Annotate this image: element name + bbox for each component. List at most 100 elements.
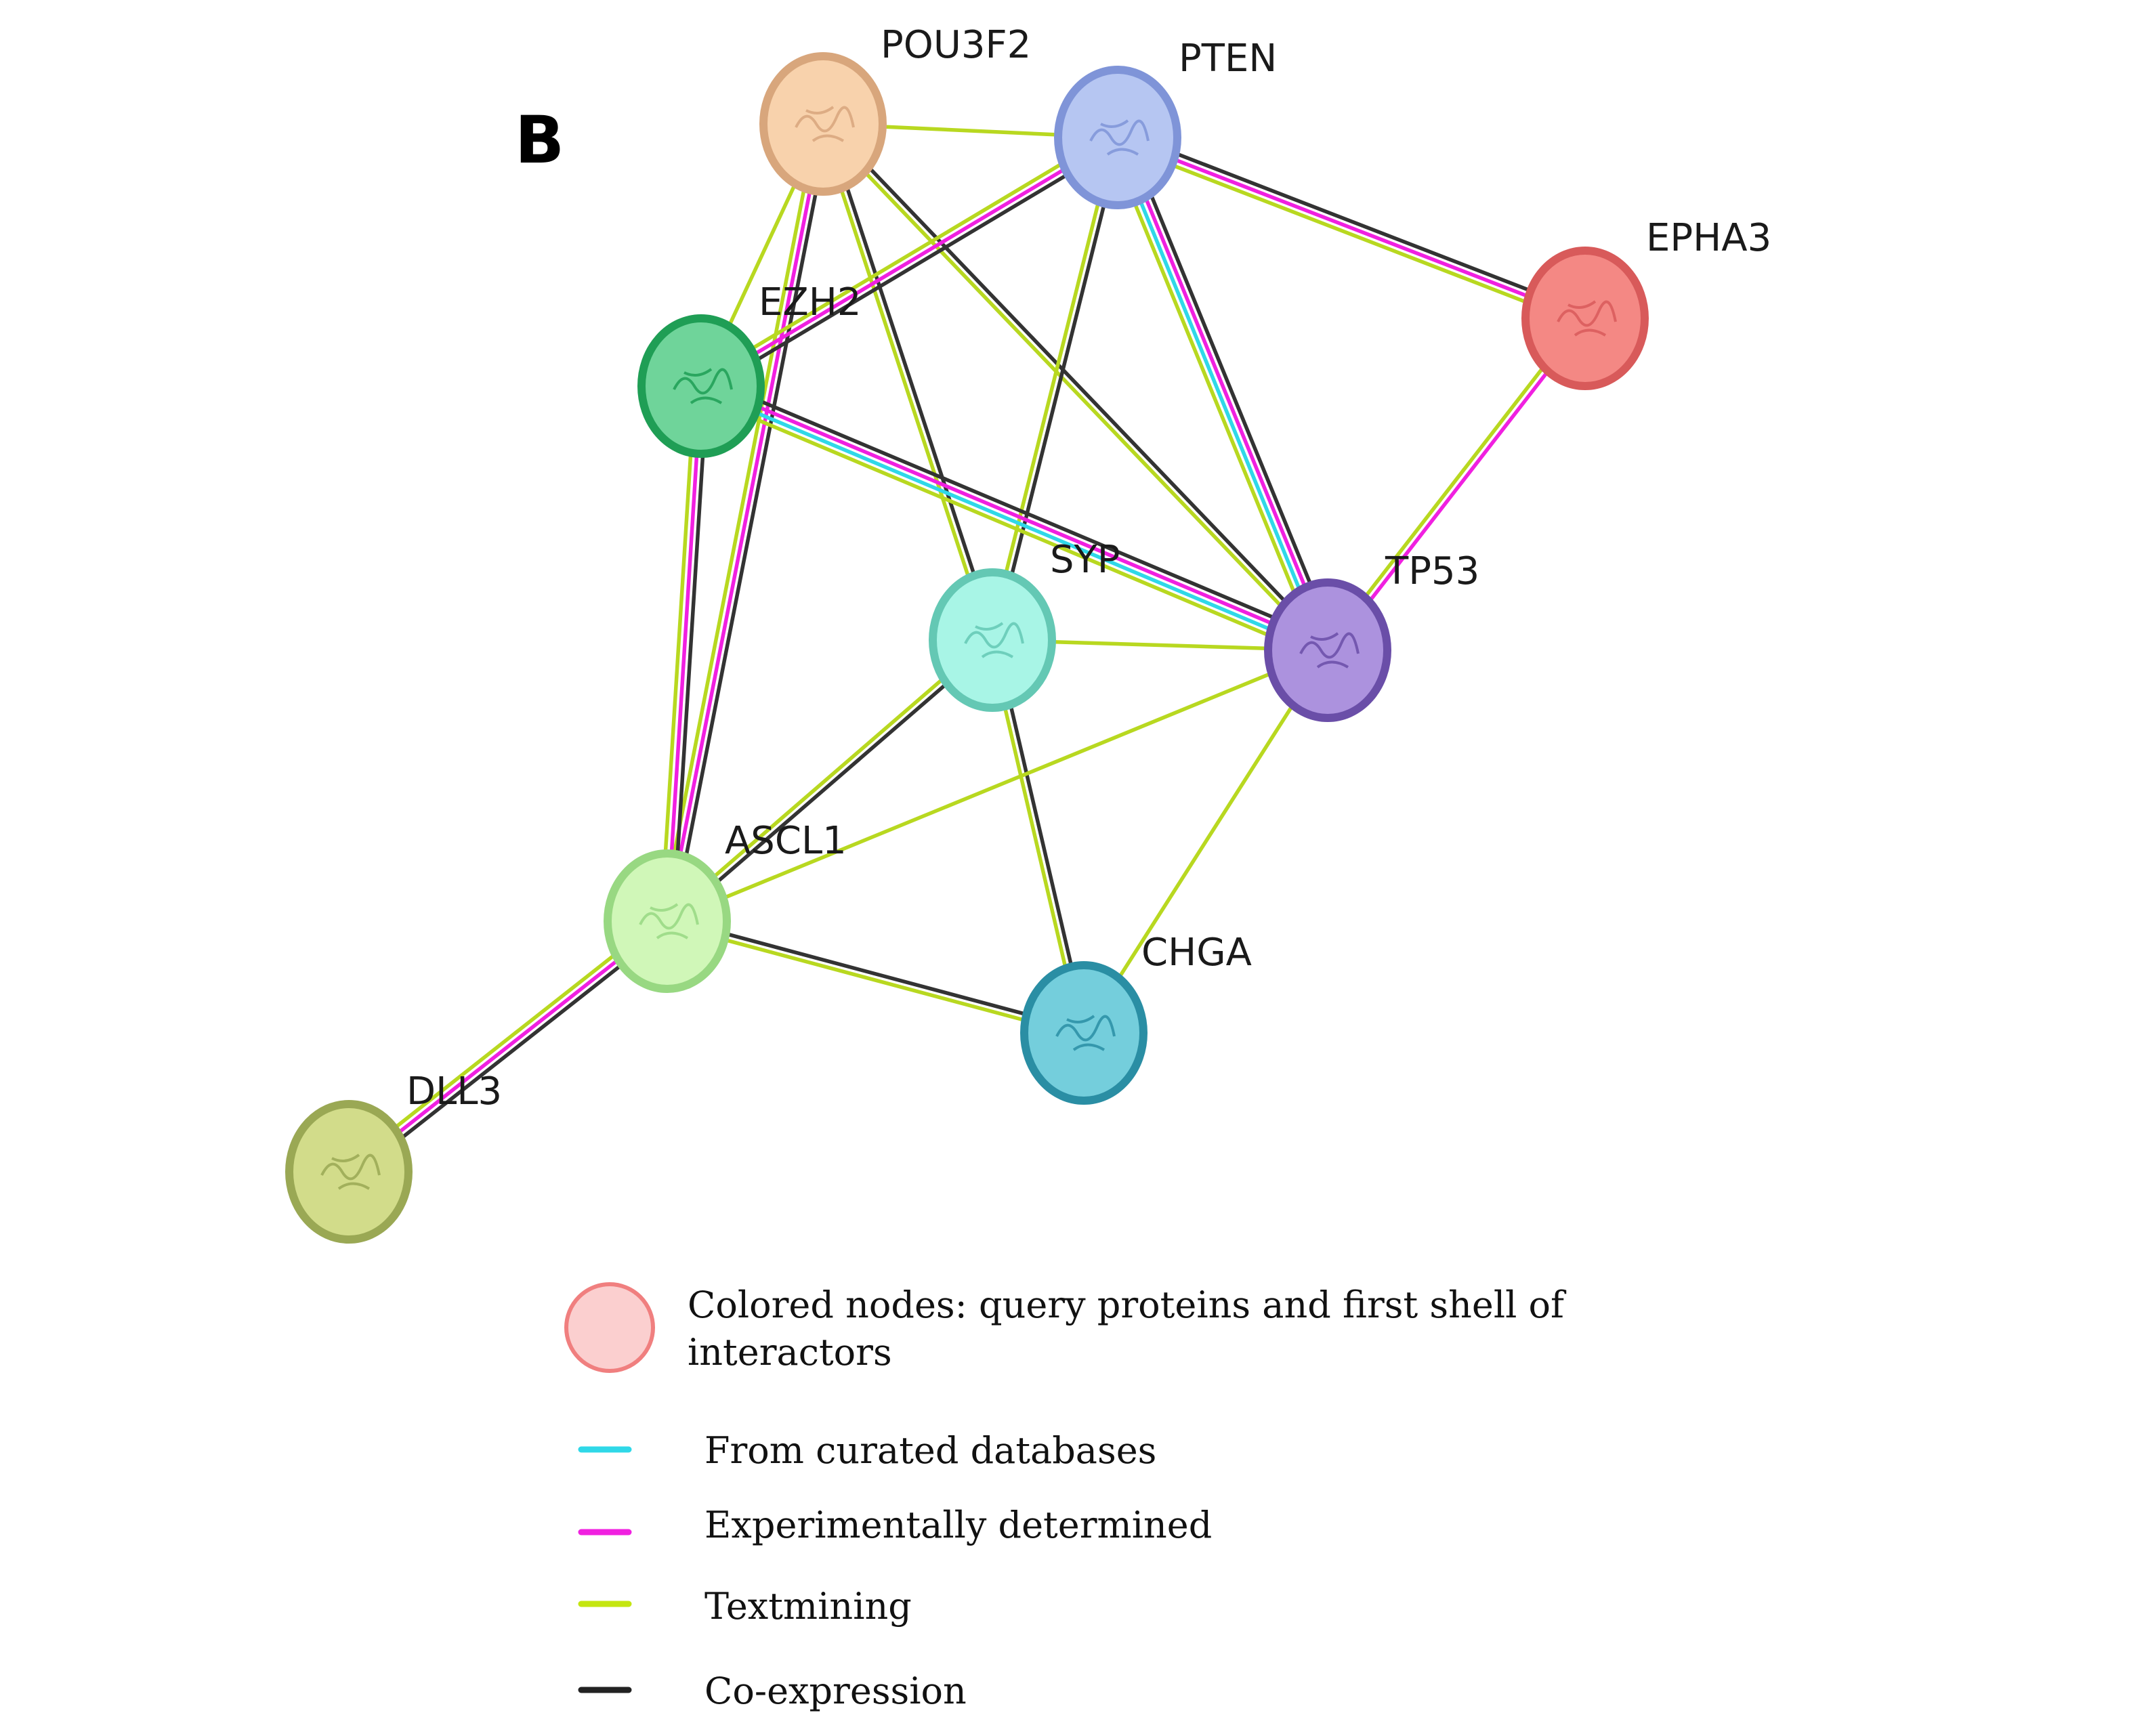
node-ezh2[interactable]: EZH2: [637, 280, 861, 458]
edge-line-coexpression: [668, 641, 996, 925]
legend-label-curated: From curated databases: [704, 1429, 1156, 1472]
legend-node-text-line2: interactors: [688, 1331, 892, 1374]
edge-line-textmining: [1107, 140, 1322, 655]
edge-line-coexpression: [671, 386, 709, 922]
edge-ascl1-chga: [666, 916, 1085, 1038]
protein-structure-icon: [673, 368, 733, 404]
edge-line-textmining: [987, 136, 1117, 640]
protein-structure-icon: [795, 106, 855, 142]
node-circle[interactable]: [637, 314, 765, 458]
node-pou3f2[interactable]: POU3F2: [759, 23, 1031, 196]
edge-line-textmining: [819, 125, 1327, 654]
edge-line-textmining: [696, 130, 1116, 383]
edge-tp53-ascl1: [666, 648, 1329, 923]
edge-line-experimental: [700, 135, 1119, 388]
node-circle[interactable]: [1521, 247, 1649, 390]
node-epha3[interactable]: EPHA3: [1521, 216, 1771, 390]
edge-line-experimental: [665, 123, 825, 922]
protein-structure-icon: [964, 622, 1024, 658]
edge-line-coexpression: [1119, 130, 1588, 315]
edge-line-textmining: [696, 392, 1325, 660]
node-label: SYP: [1050, 538, 1120, 582]
edge-line-coexpression: [704, 376, 1332, 644]
edge-line-textmining: [659, 385, 697, 921]
edge-pou3f2-syp: [818, 122, 997, 642]
edge-epha3-tp53: [1324, 315, 1589, 654]
legend-node-swatch-outline: [564, 1282, 655, 1373]
node-circle[interactable]: [1020, 961, 1147, 1105]
node-circle[interactable]: [759, 52, 887, 196]
legend-node-text-line1: Colored nodes: query proteins and first …: [688, 1284, 1567, 1326]
node-dll3[interactable]: DLL3: [285, 1070, 502, 1244]
edge-pten-syp: [987, 136, 1123, 641]
protein-structure-icon: [1055, 1015, 1116, 1051]
edge-pten-tp53: [1107, 133, 1339, 655]
edge-line-experimental: [1118, 135, 1332, 650]
edge-line-textmining: [666, 648, 1329, 923]
legend-label-textmining: Textmining: [704, 1585, 912, 1628]
edge-line-curated: [1113, 137, 1327, 652]
edge-pou3f2-ascl1: [659, 122, 831, 923]
legend-label-experimental: Experimentally determined: [704, 1504, 1212, 1546]
node-label: TP53: [1385, 549, 1479, 593]
protein-structure-icon: [1557, 300, 1617, 337]
edge-pten-epha3: [1114, 130, 1588, 326]
edge-line-experimental: [1117, 135, 1586, 320]
edge-pten-ezh2: [696, 130, 1122, 394]
edge-line-coexpression: [824, 122, 997, 640]
edge-line-experimental: [665, 385, 703, 922]
protein-structure-icon: [320, 1153, 381, 1190]
legend-label-coexpression: Co-expression: [704, 1670, 967, 1712]
node-syp[interactable]: SYP: [929, 538, 1120, 712]
node-tp53[interactable]: TP53: [1264, 549, 1479, 722]
node-pten[interactable]: PTEN: [1054, 37, 1277, 209]
edge-ezh2-ascl1: [659, 385, 709, 922]
edge-line-coexpression: [667, 916, 1085, 1032]
protein-structure-icon: [1299, 632, 1360, 669]
edge-line-coexpression: [351, 924, 673, 1179]
panel-label: B: [515, 102, 564, 178]
edge-line-textmining: [659, 122, 819, 920]
edge-line-coexpression: [824, 120, 1332, 650]
edges-layer: [343, 120, 1589, 1179]
node-label: CHGA: [1141, 931, 1252, 975]
edge-line-textmining: [1114, 141, 1584, 326]
node-label: EPHA3: [1646, 216, 1771, 260]
node-label: POU3F2: [881, 23, 1031, 67]
edge-line-coexpression: [993, 137, 1123, 641]
edge-line-textmining: [1324, 315, 1584, 650]
node-label: PTEN: [1179, 37, 1277, 81]
node-circle[interactable]: [285, 1100, 413, 1244]
edge-line-experimental: [1328, 319, 1589, 654]
node-circle[interactable]: [1264, 578, 1391, 722]
protein-structure-icon: [639, 903, 699, 939]
edge-line-coexpression: [1124, 133, 1339, 648]
edge-line-experimental: [348, 919, 669, 1174]
edge-line-textmining: [1082, 649, 1330, 1034]
node-ascl1[interactable]: ASCL1: [604, 819, 847, 993]
edge-line-textmining: [664, 636, 992, 920]
edge-line-textmining: [666, 922, 1084, 1038]
edge-pou3f2-tp53: [819, 120, 1332, 654]
node-label: DLL3: [406, 1070, 502, 1114]
edge-line-coexpression: [671, 125, 831, 923]
edge-line-textmining: [343, 914, 665, 1169]
edge-syp-ascl1: [664, 636, 996, 925]
edge-ezh2-tp53: [696, 376, 1332, 660]
node-chga[interactable]: CHGA: [1020, 931, 1252, 1105]
edge-line-coexpression: [703, 141, 1122, 394]
node-label: ASCL1: [725, 819, 847, 863]
edge-ascl1-dll3: [343, 914, 673, 1179]
protein-structure-icon: [1089, 119, 1150, 156]
legend: Colored nodes: query proteins and first …: [564, 1282, 1567, 1712]
edge-line-experimental: [701, 381, 1330, 650]
edge-line-curated: [699, 387, 1328, 655]
node-circle[interactable]: [1054, 66, 1181, 209]
node-circle[interactable]: [929, 568, 1056, 712]
node-circle[interactable]: [604, 849, 731, 993]
edge-tp53-chga: [1082, 649, 1330, 1034]
legend-node-swatch: [566, 1284, 653, 1371]
node-label: EZH2: [759, 280, 861, 324]
